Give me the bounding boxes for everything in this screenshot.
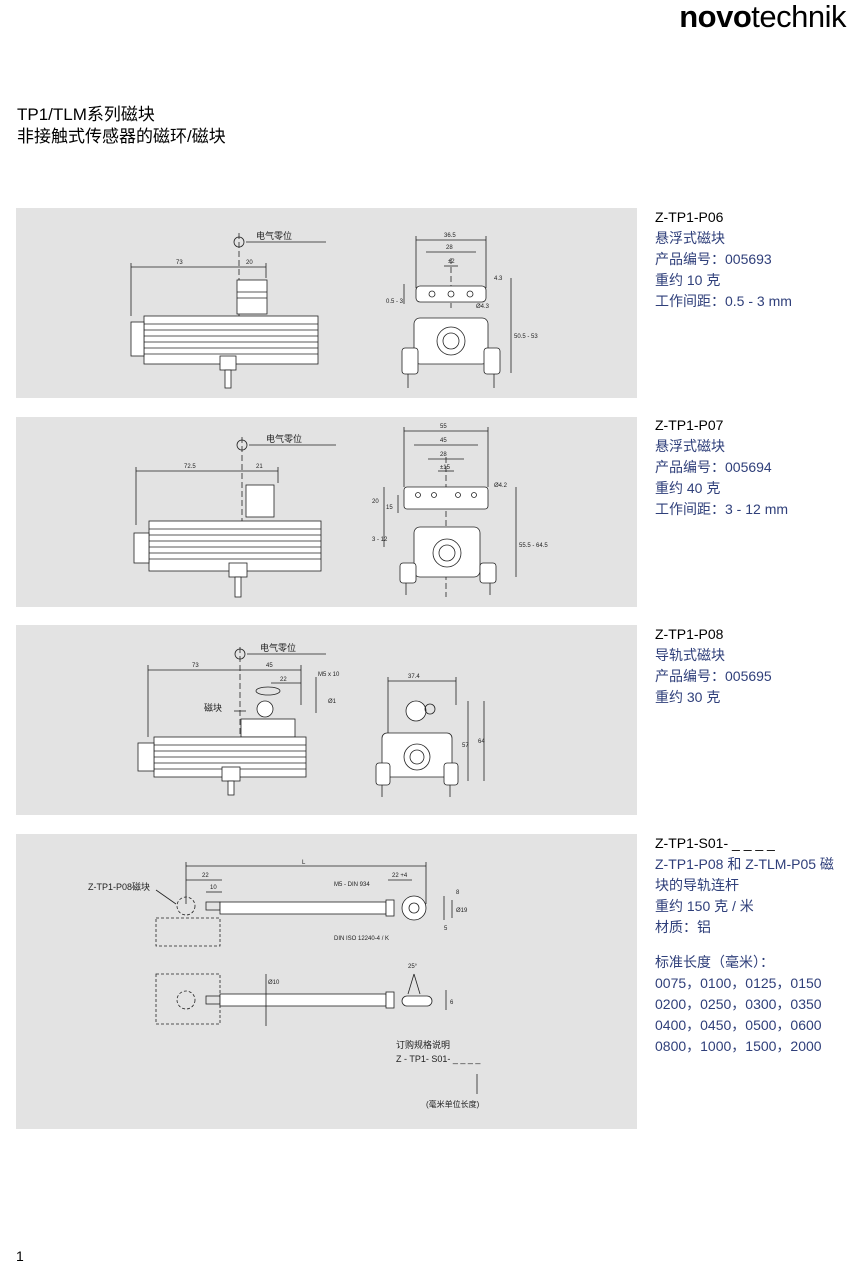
dim-label: 4.3 — [494, 276, 503, 282]
dim-label: Ø10 — [268, 980, 280, 986]
technical-drawing-p06: 电气零位 73 20 36.5 28 ±2 4.3 0.5 - 3 50.5 -… — [130, 230, 538, 389]
dim-label: 22 — [202, 873, 209, 879]
drawing-panel-p07: 电气零位 72.5 21 55 45 28 ±15 20 15 3 - 12 5… — [16, 417, 637, 607]
page-number: 1 — [16, 1248, 24, 1264]
dim-label: 73 — [176, 260, 183, 266]
dim-label: 36.5 — [444, 233, 456, 239]
technical-drawing-p08: 电气零位 73 45 22 M5 x 10 Ø1 磁块 37.4 57 64 — [137, 642, 485, 797]
product-info-p06: Z-TP1-P06 悬浮式磁块 产品编号：005693 重约 10 克 工作间距… — [655, 207, 845, 312]
technical-drawing-s01: Z-TP1-P08磁块 L 22 10 M5 - DIN 934 22 +4 D… — [88, 860, 481, 1109]
product-type: 导轨式磁块 — [655, 647, 725, 663]
dim-label: 6 — [450, 1000, 454, 1006]
dim-label: 10 — [210, 885, 217, 891]
drawing-panel-p06: 电气零位 73 20 36.5 28 ±2 4.3 0.5 - 3 50.5 -… — [16, 208, 637, 398]
product-type: 悬浮式磁块 — [655, 230, 725, 246]
dim-label: ±2 — [448, 259, 455, 265]
product-info-s01: Z-TP1-S01- _ _ _ _ Z-TP1-P08 和 Z-TLM-P05… — [655, 833, 845, 1057]
dim-label: 20 — [246, 260, 253, 266]
drawing-panel-s01: Z-TP1-P08磁块 L 22 10 M5 - DIN 934 22 +4 D… — [16, 834, 637, 1129]
brand-logo: novotechnik — [679, 0, 846, 34]
dim-label: Ø4.2 — [494, 483, 508, 489]
product-code: Z-TP1-P08 — [655, 626, 724, 642]
order-code: Z - TP1- S01- _ _ _ _ — [396, 1054, 481, 1064]
order-note: (毫米单位长度) — [426, 1099, 480, 1109]
dim-label: 72.5 — [184, 464, 196, 470]
dim-label: 73 — [192, 663, 199, 669]
dim-label: 55 — [440, 424, 447, 430]
product-code: Z-TP1-S01- _ _ _ _ — [655, 835, 775, 851]
product-code: Z-TP1-P07 — [655, 417, 724, 433]
drawing-panel-p08: 电气零位 73 45 22 M5 x 10 Ø1 磁块 37.4 57 64 — [16, 625, 637, 815]
dim-label: 28 — [440, 452, 447, 458]
dim-label: M5 - DIN 934 — [334, 882, 370, 888]
dim-label: L — [302, 860, 306, 866]
dim-label: 50.5 - 53 — [514, 334, 538, 340]
product-weight: 重约 30 克 — [655, 689, 721, 705]
dim-label: 21 — [256, 464, 263, 470]
dim-label: 22 +4 — [392, 873, 408, 879]
product-number: 产品编号：005694 — [655, 459, 772, 475]
dim-label: 25° — [408, 964, 418, 970]
dim-label: 28 — [446, 245, 453, 251]
product-code: Z-TP1-P06 — [655, 209, 724, 225]
product-type: 悬浮式磁块 — [655, 438, 725, 454]
magnet-label: Z-TP1-P08磁块 — [88, 881, 150, 892]
product-gap: 工作间距：3 - 12 mm — [655, 501, 789, 517]
dim-label: 15 — [386, 505, 393, 511]
lengths-title: 标准长度（毫米）： — [655, 954, 774, 970]
zero-position-label: 电气零位 — [260, 642, 296, 653]
dim-label: 20 — [372, 499, 379, 505]
lengths-row: 0200，0250，0300，0350 — [655, 996, 822, 1012]
dim-label: ±15 — [440, 465, 451, 471]
dim-label: Ø19 — [456, 908, 468, 914]
dim-label: 8 — [456, 890, 460, 896]
dim-label: 64 — [478, 739, 485, 745]
dim-label: 37.4 — [408, 674, 420, 680]
product-weight: 重约 10 克 — [655, 272, 721, 288]
lengths-row: 0400，0450，0500，0600 — [655, 1017, 822, 1033]
dim-label: 45 — [440, 438, 447, 444]
dim-label: 22 — [280, 677, 287, 683]
zero-position-label: 电气零位 — [256, 230, 292, 241]
magnet-label: 磁块 — [204, 702, 222, 713]
product-number: 产品编号：005693 — [655, 251, 772, 267]
dim-label: Ø1 — [328, 699, 337, 705]
product-weight: 重约 150 克 / 米 — [655, 898, 754, 914]
page-title: TP1/TLM系列磁块 非接触式传感器的磁环/磁块 — [17, 104, 226, 148]
dim-label: 55.5 - 64.5 — [519, 543, 548, 549]
dim-label: M5 x 10 — [318, 672, 340, 678]
lengths-row: 0800，1000，1500，2000 — [655, 1038, 822, 1054]
dim-label: DIN ISO 12240-4 / K — [334, 936, 389, 942]
product-gap: 工作间距：0.5 - 3 mm — [655, 293, 792, 309]
title-line-2: 非接触式传感器的磁环/磁块 — [17, 127, 226, 146]
product-info-p07: Z-TP1-P07 悬浮式磁块 产品编号：005694 重约 40 克 工作间距… — [655, 415, 845, 520]
product-desc: Z-TP1-P08 和 Z-TLM-P05 磁块的导轨连杆 — [655, 856, 834, 893]
title-line-1: TP1/TLM系列磁块 — [17, 105, 155, 124]
product-weight: 重约 40 克 — [655, 480, 721, 496]
dim-label: 57 — [462, 743, 469, 749]
technical-drawing-p07: 电气零位 72.5 21 55 45 28 ±15 20 15 3 - 12 5… — [133, 424, 548, 598]
dim-label: 45 — [266, 663, 273, 669]
product-info-p08: Z-TP1-P08 导轨式磁块 产品编号：005695 重约 30 克 — [655, 624, 845, 708]
dim-label: 0.5 - 3 — [386, 299, 404, 305]
zero-position-label: 电气零位 — [266, 433, 302, 444]
lengths-row: 0075，0100，0125，0150 — [655, 975, 822, 991]
dim-label: 3 - 12 — [372, 537, 388, 543]
order-title: 订购规格说明 — [396, 1039, 450, 1050]
dim-label: 5 — [444, 926, 448, 932]
product-material: 材质：铝 — [655, 919, 711, 935]
dim-label: Ø4.3 — [476, 304, 490, 310]
product-number: 产品编号：005695 — [655, 668, 772, 684]
